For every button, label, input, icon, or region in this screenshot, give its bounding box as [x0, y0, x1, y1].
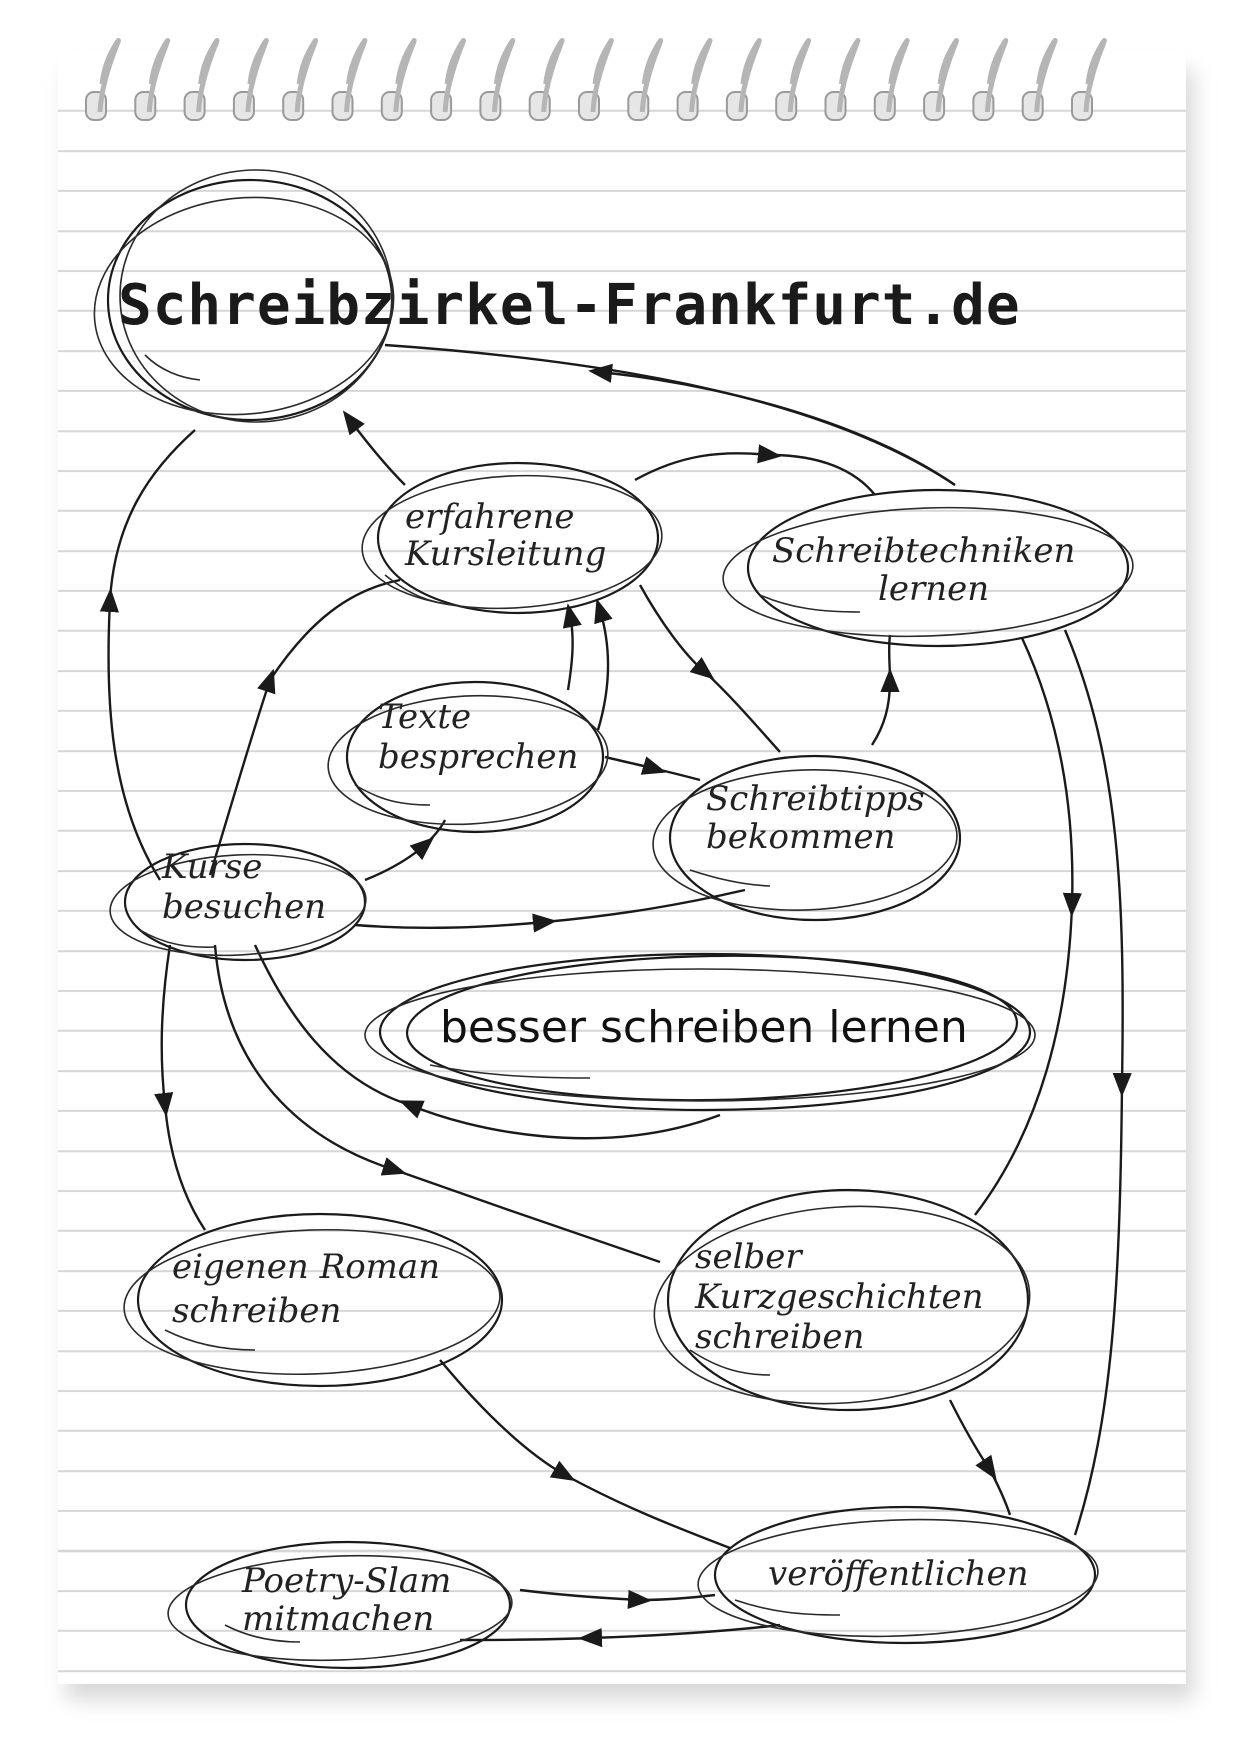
binding-coil: [294, 38, 319, 113]
node-veroeffentlichen-ellipse: [697, 1505, 1099, 1645]
node-veroeffentlichen-label: veröffentlichen: [768, 1554, 1029, 1594]
binding-coil: [787, 38, 812, 113]
node-ellipses: [109, 461, 1134, 1670]
node-labels: erfahrene Kursleitung Schreibtechniken l…: [161, 497, 1086, 1639]
node-roman-label: eigenen Roman schreiben: [172, 1247, 451, 1331]
node-roman-ellipse: [123, 1212, 504, 1388]
binding-coil: [689, 38, 713, 113]
binding-coil: [442, 38, 467, 113]
title-circle: [93, 169, 395, 423]
binding-coil: [837, 38, 861, 113]
binding-coil: [541, 38, 565, 113]
node-kurzgeschichten-label: selber Kurzgeschichten schreiben: [694, 1237, 994, 1357]
binding-coil: [984, 38, 1009, 113]
node-texte-label: Texte besprechen: [378, 697, 578, 777]
binding-coil: [245, 38, 269, 113]
spiral-binding-icon: [85, 38, 1107, 121]
binding-coil: [393, 38, 417, 113]
node-poetry-ellipse: [167, 1540, 513, 1670]
node-tipps-label: Schreibtipps bekommen: [706, 779, 936, 857]
node-kurse-ellipse: [109, 842, 367, 962]
node-kurzgeschichten-ellipse: [653, 1188, 1031, 1412]
binding-coil: [590, 38, 614, 113]
center-ellipse: [364, 952, 1036, 1112]
binding-coil: [344, 38, 368, 113]
binding-coil: [1083, 38, 1107, 113]
node-poetry-label: Poetry-Slam mitmachen: [241, 1561, 462, 1639]
connections: [99, 343, 1132, 1648]
binding-coil: [491, 38, 516, 113]
node-kurse-label: Kurse besuchen: [161, 847, 326, 927]
center-label: besser schreiben lernen: [440, 1002, 968, 1053]
node-kursleitung-label: erfahrene Kursleitung: [404, 497, 606, 574]
node-tipps-ellipse: [652, 754, 962, 922]
binding-coil: [97, 38, 121, 113]
page-title: Schreibzirkel-Frankfurt.de: [118, 273, 1021, 338]
node-kursleitung-ellipse: [361, 461, 663, 615]
binding-coil: [196, 38, 220, 113]
binding-coil: [738, 38, 762, 113]
binding-coil: [886, 38, 910, 113]
binding-coil: [639, 38, 664, 113]
binding-coil: [935, 38, 960, 113]
binding-coil: [146, 38, 171, 113]
node-techniken-label: Schreibtechniken lernen: [772, 531, 1086, 609]
notepad-page: [58, 52, 1186, 1684]
node-texte-ellipse: [327, 680, 609, 834]
node-techniken-ellipse: [722, 488, 1134, 648]
binding-coil: [1034, 38, 1058, 113]
